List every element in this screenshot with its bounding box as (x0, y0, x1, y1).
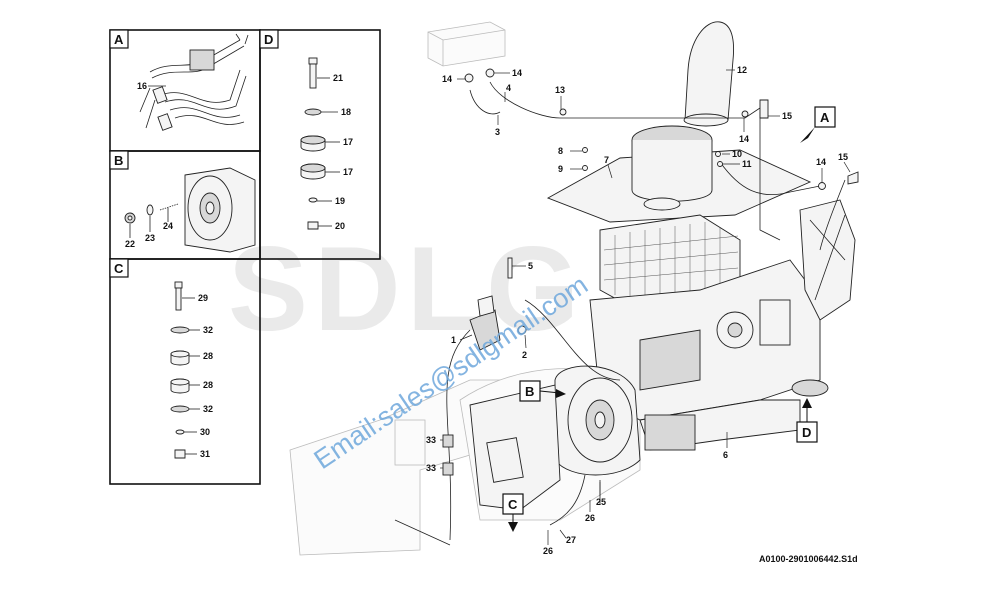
detail-panel-b: B 22 23 24 (109, 150, 261, 260)
callout-box-c-32a: 32 (203, 325, 213, 335)
callout-main-7: 7 (604, 155, 609, 165)
callout-main-15b: 15 (838, 152, 848, 162)
callout-main-33a: 33 (426, 435, 436, 445)
callout-main-11: 11 (742, 159, 752, 169)
callout-box-d-19: 19 (335, 196, 345, 206)
detail-panel-c: C 29 32 28 28 32 30 31 (109, 258, 261, 485)
detail-box-label-a: A (114, 32, 124, 47)
callout-main-12: 12 (737, 65, 747, 75)
callout-box-a-16: 16 (137, 81, 147, 91)
view-marker-b: B (519, 380, 566, 402)
callout-main-14c: 14 (739, 134, 749, 144)
leader-lines (440, 69, 851, 545)
detail-box-label-c: C (114, 261, 124, 276)
callout-main-14a: 14 (442, 74, 452, 84)
callout-box-d-18: 18 (341, 107, 351, 117)
callout-main-26a: 26 (585, 513, 595, 523)
detail-box-label-b: B (114, 153, 123, 168)
main-callouts: 14 14 4 3 13 12 15 14 8 9 7 10 11 14 15 … (426, 65, 848, 556)
detail-panel-a: A 16 (109, 29, 261, 152)
callout-box-c-29: 29 (198, 293, 208, 303)
callout-main-13: 13 (555, 85, 565, 95)
callout-box-c-32b: 32 (203, 404, 213, 414)
callout-main-2: 2 (522, 350, 527, 360)
view-marker-c: C (502, 493, 524, 532)
view-marker-label-b: B (525, 384, 534, 399)
callout-box-d-20: 20 (335, 221, 345, 231)
main-assembly (289, 21, 859, 556)
callout-main-25: 25 (596, 497, 606, 507)
view-marker-label-a: A (820, 110, 830, 125)
view-marker-label-d: D (802, 425, 811, 440)
callout-main-10: 10 (732, 149, 742, 159)
document-id: A0100-2901006442.S1d (759, 554, 858, 564)
callout-main-8: 8 (558, 146, 563, 156)
callout-box-d-17a: 17 (343, 137, 353, 147)
callout-main-1: 1 (451, 335, 456, 345)
callout-box-b-22: 22 (125, 239, 135, 249)
view-marker-d: D (796, 398, 818, 443)
callout-main-14b: 14 (512, 68, 522, 78)
callout-main-4: 4 (506, 83, 511, 93)
callout-main-15a: 15 (782, 111, 792, 121)
detail-panel-d: D 21 18 17 17 19 20 (259, 29, 381, 260)
callout-main-5: 5 (528, 261, 533, 271)
view-marker-label-c: C (508, 497, 518, 512)
watermark-logo: SDLG (228, 222, 585, 356)
callout-box-b-23: 23 (145, 233, 155, 243)
view-marker-a: A (800, 106, 836, 143)
callout-box-d-21: 21 (333, 73, 343, 83)
callout-box-c-31: 31 (200, 449, 210, 459)
callout-main-27: 27 (566, 535, 576, 545)
callout-main-33b: 33 (426, 463, 436, 473)
callout-main-14d: 14 (816, 157, 826, 167)
callout-box-b-24: 24 (163, 221, 173, 231)
callout-box-c-30: 30 (200, 427, 210, 437)
callout-box-d-17b: 17 (343, 167, 353, 177)
callout-main-9: 9 (558, 164, 563, 174)
callout-box-c-28b: 28 (203, 380, 213, 390)
callout-main-6: 6 (723, 450, 728, 460)
callout-main-26b: 26 (543, 546, 553, 556)
callout-box-c-28a: 28 (203, 351, 213, 361)
callout-main-3: 3 (495, 127, 500, 137)
detail-box-label-d: D (264, 32, 273, 47)
